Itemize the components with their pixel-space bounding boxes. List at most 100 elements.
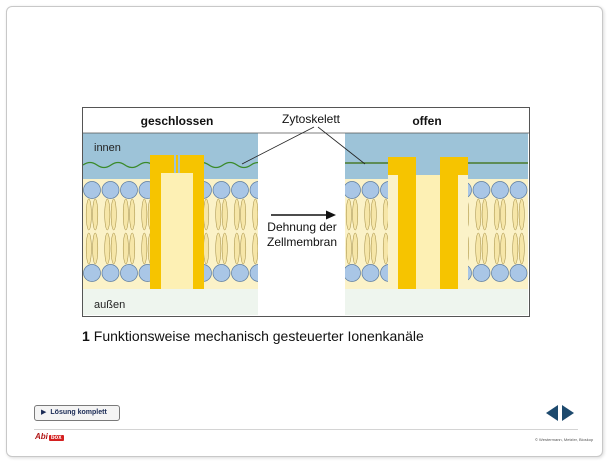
lipid-tail [92,232,99,265]
arrowhead-icon [326,210,336,220]
lipid-tail [233,232,240,265]
lipid-tail [475,232,482,265]
show-solution-button[interactable]: ▶Lösung komplett [34,405,120,421]
lipid-tail [493,198,500,231]
lipid-head [249,264,258,282]
label-cytoskeleton: Zytoskelett [282,112,341,126]
extracellular-region [83,289,258,315]
label-pointer [317,126,366,165]
lipid-tail [364,198,371,231]
lipid-tail [481,232,488,265]
lipid-tail [92,198,99,231]
lipid-tail [240,198,247,231]
lipid-head [509,181,528,199]
label-pointer [241,126,315,165]
lipid-tail [104,198,111,231]
lipid-tail [110,198,117,231]
open-channel-panel [345,133,528,315]
lipid-tail [122,198,129,231]
extracellular-region [345,289,528,315]
lipid-tail [475,198,482,231]
lipid-tail [512,198,519,231]
lipid-head [101,181,120,199]
lipid-tail [141,198,148,231]
lipid-tail [370,232,377,265]
lipid-head [491,181,509,199]
lipid-head [231,181,249,199]
lipid-tail [382,232,389,265]
lipid-head [120,264,138,282]
footer-divider [34,429,578,430]
lipid-tail [203,232,210,265]
ion-channel-open [388,157,468,289]
lipid-head [249,181,258,199]
lipid-tail [122,232,129,265]
caption-number: 1 [82,328,90,344]
ion-channel-closed [150,155,204,289]
lipid-head [361,181,380,199]
lipid-tail [203,198,210,231]
lipid-head [345,181,361,199]
show-solution-label: Lösung komplett [50,409,107,416]
lipid-tail [85,198,92,231]
lipid-tail [233,198,240,231]
lipid-tail [129,232,136,265]
next-slide-icon[interactable] [561,404,575,422]
lipid-tail [352,232,359,265]
lipid-tail [110,232,117,265]
lipid-tail [364,232,371,265]
lipid-head [83,264,101,282]
lipid-head [101,264,120,282]
lipid-tail [221,198,228,231]
lipid-tail [512,232,519,265]
label-closed: geschlossen [141,114,214,128]
publisher-credit: © Westermann, Metzler, Bioskop [535,437,594,442]
lipid-tail [240,232,247,265]
lipid-head [83,181,101,199]
lipid-head [120,181,138,199]
lipid-tail [518,232,525,265]
caption-text: Funktionsweise mechanisch gesteuerter Io… [93,328,424,344]
lipid-tail [215,232,222,265]
lipid-tail [382,198,389,231]
lipid-tail [500,198,507,231]
label-open: offen [412,114,441,128]
lipid-tail [481,198,488,231]
lipid-tail [85,232,92,265]
arrow-text-line2: Zellmembran [267,235,337,249]
lipid-tail [129,198,136,231]
ion-channel-figure: geschlossen offen Zytoskelett innen auße… [82,107,530,317]
lipid-tail [345,232,352,265]
lipid-tail [252,232,258,265]
lipid-tail [215,198,222,231]
lipid-head [491,264,509,282]
lipid-head [361,264,380,282]
slide-navigation [545,404,575,422]
lipid-head [212,264,231,282]
lipid-tail [252,198,258,231]
lipid-tail [352,198,359,231]
lipid-head [212,181,231,199]
lipid-tail [141,232,148,265]
lipid-head [509,264,528,282]
lipid-tail [500,232,507,265]
lipid-head [472,264,491,282]
lipid-head [345,264,361,282]
label-outside: außen [94,299,125,311]
arrow-text-line1: Dehnung der [267,220,336,234]
lipid-head [231,264,249,282]
lipid-tail [518,198,525,231]
previous-slide-icon[interactable] [545,404,559,422]
slide-panel: geschlossen offen Zytoskelett innen auße… [6,6,603,457]
lipid-tail [345,198,352,231]
play-icon: ▶ [41,409,47,416]
lipid-tail [370,198,377,231]
lipid-tail [493,232,500,265]
label-inside: innen [94,142,121,154]
closed-channel-panel [83,133,258,315]
lipid-tail [104,232,111,265]
lipid-tail [221,232,228,265]
lipid-head [472,181,491,199]
